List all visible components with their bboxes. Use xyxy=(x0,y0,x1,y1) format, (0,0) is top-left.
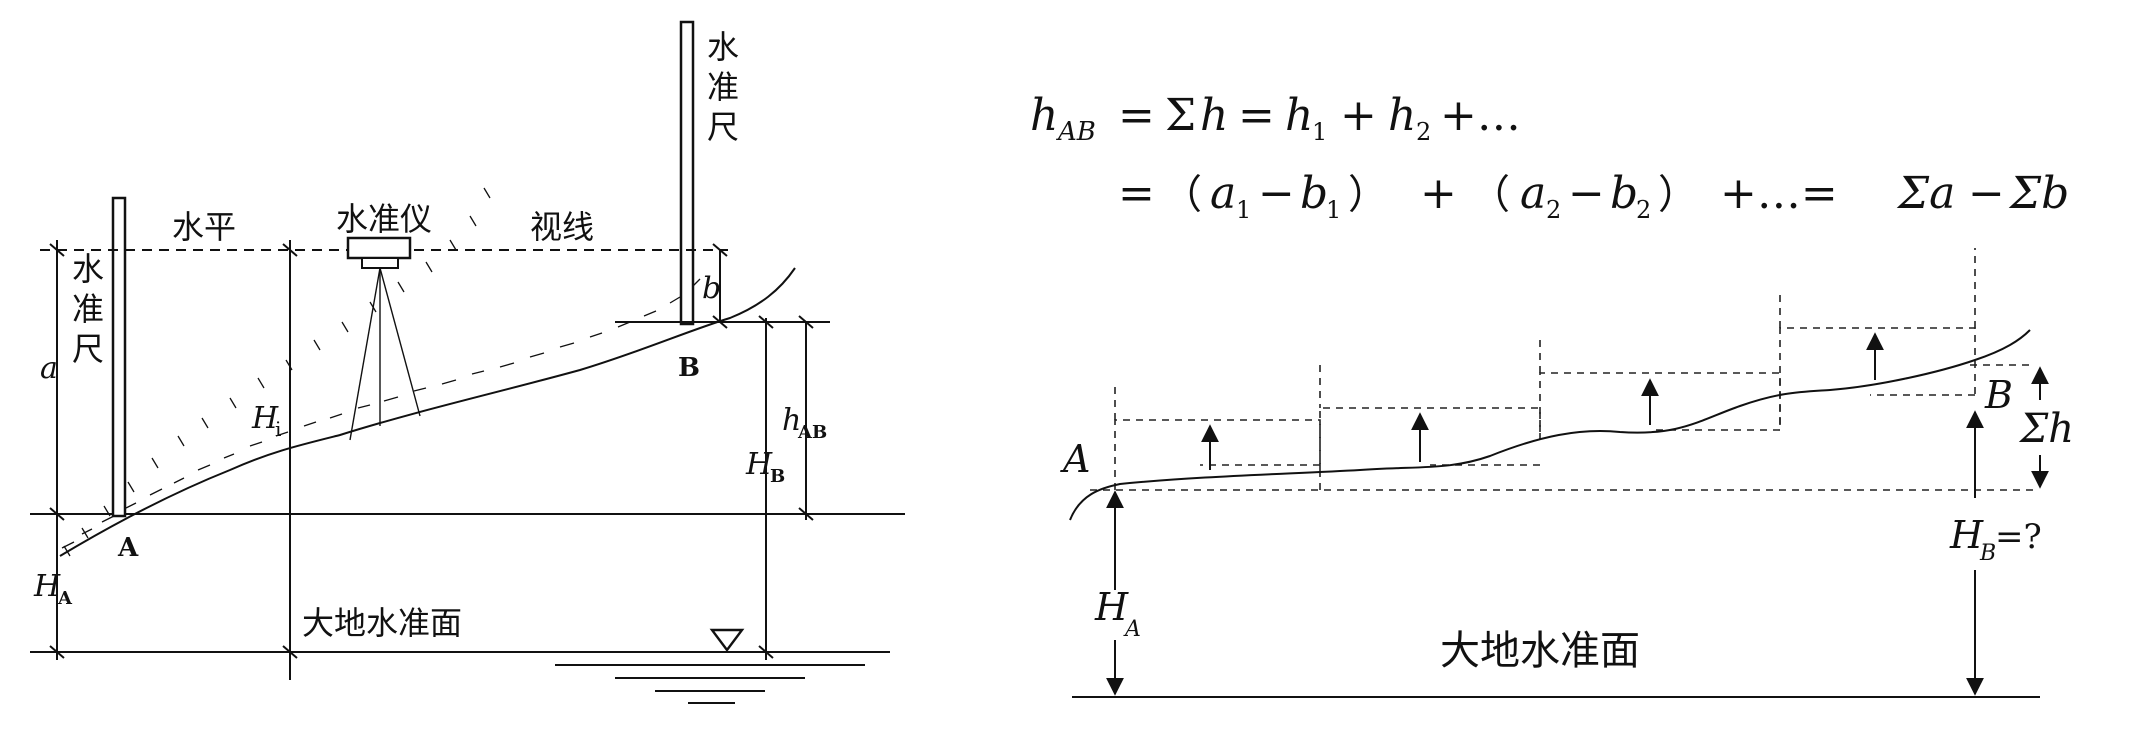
eq1-h2: h xyxy=(1200,90,1228,141)
eq1-sub2: 2 xyxy=(1416,118,1431,146)
hb-question-tail: =? xyxy=(1995,517,2042,557)
a-label: a xyxy=(40,351,58,386)
rod-left-label-1: 水 xyxy=(72,250,104,288)
ha-label-right: H xyxy=(1094,585,1129,629)
eq1-tail: +… xyxy=(1440,90,1521,141)
eq2-sum-b: Σb xyxy=(2008,168,2069,219)
left-leveling-rod xyxy=(111,196,127,518)
eq1-plus: + xyxy=(1340,90,1377,141)
eq2-b2-sub: 2 xyxy=(1636,196,1651,224)
eq2-lparen-1: （ xyxy=(1162,172,1202,218)
eq2-tail: +…= xyxy=(1720,168,1838,219)
hi-sub: i xyxy=(275,417,281,441)
hab-sub: AB xyxy=(797,422,827,443)
rod-right-label-1: 水 xyxy=(707,28,739,66)
right-leveling-rod xyxy=(679,20,695,326)
hb-sub: B xyxy=(770,466,785,487)
hab-label: h xyxy=(782,403,801,438)
level-instrument-icon xyxy=(346,236,421,441)
sightline-right-label: 视线 xyxy=(530,208,594,246)
equation-line-2: = （ a 1 − b 1 ） + （ a 2 − b 2 ） +…= Σa −… xyxy=(1118,168,2069,224)
rod-left-label-2: 准 xyxy=(72,290,104,328)
eq1-h-2: h xyxy=(1388,90,1416,141)
rod-left-label-3: 尺 xyxy=(72,330,104,368)
ground-hatching xyxy=(61,278,701,549)
step-3 xyxy=(1539,372,1781,440)
eq2-rparen-2: ） xyxy=(1658,172,1698,218)
eq2-a1-sub: 1 xyxy=(1236,196,1251,224)
eq1-sigma: Σ xyxy=(1165,90,1196,141)
equation-line-1: h AB = Σ h = h 1 + h 2 +… xyxy=(1030,90,1521,147)
b-label: b xyxy=(702,271,721,306)
ha-sub-right: A xyxy=(1123,617,1141,642)
eq2-sum-a: Σa xyxy=(1896,168,1955,219)
rod-right-label-2: 准 xyxy=(707,68,739,106)
right-diagram: h AB = Σ h = h 1 + h 2 +… = （ a 1 − b 1 … xyxy=(1030,90,2074,698)
hi-label: H xyxy=(251,401,279,436)
eq2-a2-sub: 2 xyxy=(1546,196,1561,224)
eq2-minus-1: − xyxy=(1258,168,1295,219)
ha-label: H xyxy=(33,569,61,604)
ha-sub: A xyxy=(57,588,73,609)
rod-right-label-3: 尺 xyxy=(707,108,739,146)
eq1-sub1: 1 xyxy=(1312,118,1327,146)
sightline-left-label: 水平 xyxy=(172,208,236,246)
eq1-h-1: h xyxy=(1285,90,1313,141)
instrument-label: 水准仪 xyxy=(336,200,432,238)
point-a-label-right: A xyxy=(1060,437,1090,481)
point-b-label-right: B xyxy=(1984,373,2013,417)
water-level-symbol-icon xyxy=(709,628,745,652)
eq2-plus: + xyxy=(1420,168,1457,219)
eq2-b1: b xyxy=(1300,168,1328,219)
eq2-a1: a xyxy=(1210,168,1236,219)
eq2-b1-sub: 1 xyxy=(1326,196,1341,224)
step-2 xyxy=(1319,407,1541,470)
eq1-sub-ab: AB xyxy=(1056,117,1096,147)
datum-label: 大地水准面 xyxy=(302,604,462,642)
point-a-label: A xyxy=(117,533,139,563)
left-diagram: 水 准 尺 水 准 尺 水平 水准仪 视线 a b H i h AB H B H… xyxy=(30,20,905,704)
eq2-equals: = xyxy=(1118,168,1155,219)
hb-label: H xyxy=(745,447,773,482)
hb-question-label: H xyxy=(1949,513,1984,557)
eq2-a2: a xyxy=(1520,168,1546,219)
eq2-b2: b xyxy=(1610,168,1638,219)
eq1-equals: = xyxy=(1118,90,1155,141)
ground-hatching xyxy=(63,187,491,557)
eq1-h: h xyxy=(1030,90,1058,141)
eq2-rparen-1: ） xyxy=(1348,172,1388,218)
ground-profile xyxy=(59,267,796,557)
point-b-label: B xyxy=(678,353,700,383)
dimension-ticks xyxy=(49,243,814,659)
step-4 xyxy=(1779,327,1976,425)
step-1 xyxy=(1114,419,1321,490)
eq1-equals-2: = xyxy=(1238,90,1275,141)
eq2-lparen-2: （ xyxy=(1470,172,1510,218)
datum-label-right: 大地水准面 xyxy=(1440,628,1640,674)
sum-h-label: Σh xyxy=(2018,406,2074,452)
ground-profile-right xyxy=(1069,329,2031,521)
eq2-minus-2: − xyxy=(1568,168,1605,219)
eq2-minus: − xyxy=(1968,168,2005,219)
hb-question-sub: B xyxy=(1979,541,1996,566)
